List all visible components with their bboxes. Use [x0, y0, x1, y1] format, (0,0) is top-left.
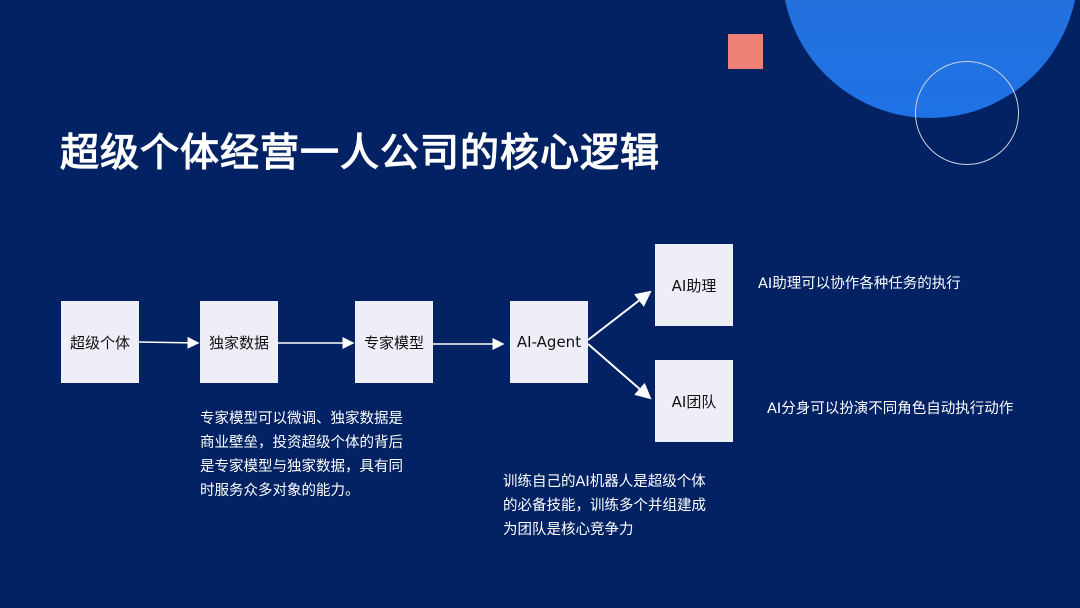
- note-line: 时服务众多对象的能力。: [200, 483, 360, 499]
- node-ai-assistant: AI助理: [655, 244, 733, 326]
- node-super-individual: 超级个体: [61, 301, 139, 383]
- note-team: AI分身可以扮演不同角色自动执行动作: [767, 401, 1014, 417]
- arrow-agent-to-team: [587, 343, 652, 400]
- decorative-square: [728, 34, 763, 69]
- note-line: 训练自己的AI机器人是超级个体: [503, 474, 706, 490]
- note-line: 专家模型可以微调、独家数据是: [200, 411, 403, 427]
- slide-title: 超级个体经营一人公司的核心逻辑: [60, 131, 661, 176]
- node-exclusive-data: 独家数据: [200, 301, 278, 383]
- note-line: 商业壁垒，投资超级个体的背后: [200, 435, 403, 451]
- node-expert-model: 专家模型: [355, 301, 433, 383]
- note-line: 为团队是核心竞争力: [503, 522, 634, 538]
- decorative-outline-circle: [915, 61, 1019, 165]
- note-agent: 训练自己的AI机器人是超级个体 的必备技能，训练多个并组建成 为团队是核心竞争力: [503, 470, 706, 542]
- note-line: 的必备技能，训练多个并组建成: [503, 498, 706, 514]
- node-ai-agent: AI-Agent: [510, 301, 588, 383]
- note-model: 专家模型可以微调、独家数据是 商业壁垒，投资超级个体的背后 是专家模型与独家数据…: [200, 407, 403, 503]
- arrow-agent-to-assistant: [587, 290, 652, 341]
- arrow-super-to-data: [138, 336, 200, 349]
- node-ai-team: AI团队: [655, 360, 733, 442]
- note-line: 是专家模型与独家数据，具有同: [200, 459, 403, 475]
- note-assistant: AI助理可以协作各种任务的执行: [758, 276, 961, 292]
